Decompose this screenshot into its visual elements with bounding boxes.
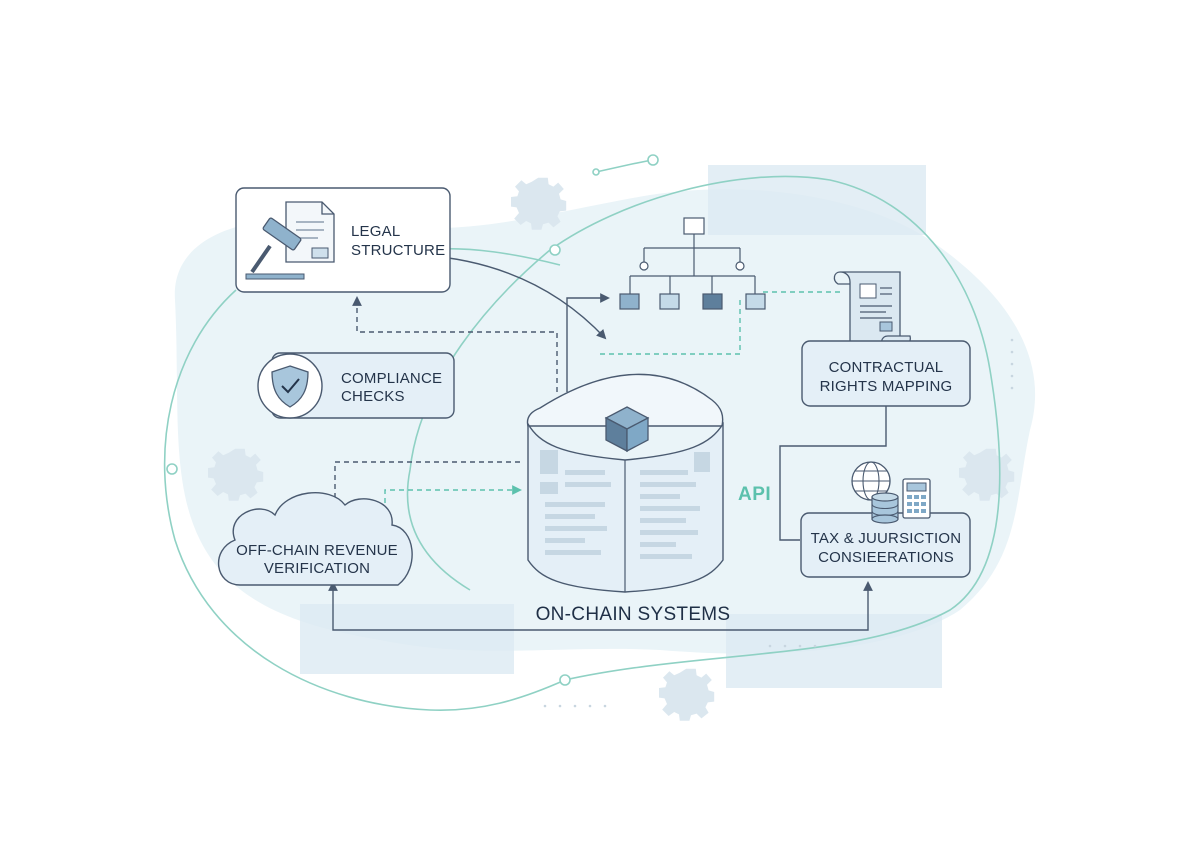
connectors [328,254,887,631]
legal-structure-label-2: STRUCTURE [351,242,445,259]
decor-dots [543,338,1014,708]
tax-label-2: CONSIEERATIONS [818,549,954,566]
compliance-label-1: COMPLIANCE [341,370,442,387]
contractual-label-1: CONTRACTUAL [829,359,944,376]
legal-structure-label-1: LEGAL [351,223,400,240]
gear-icon [959,448,1015,501]
api-label: API [738,484,771,505]
off-chain-label-1: OFF-CHAIN REVENUE [236,542,398,559]
database-icon [871,492,899,524]
org-chart-icon [619,217,766,310]
off-chain-revenue-node[interactable]: OFF-CHAIN REVENUE VERIFICATION [218,491,413,586]
contractual-rights-node[interactable]: CONTRACTUAL RIGHTS MAPPING [801,340,971,407]
document-icon [285,201,335,263]
globe-icon [851,461,891,501]
orbit-nodes [166,154,659,686]
cube-text-lines [540,450,710,559]
legal-structure-node[interactable]: LEGAL STRUCTURE [235,187,451,293]
gear-icon [511,177,567,230]
gear-icon [659,668,715,721]
shield-check-icon [271,365,309,408]
calculator-icon [902,478,931,519]
tax-jurisdiction-node[interactable]: TAX & JUURSICTION CONSIEERATIONS [800,461,971,578]
gear-icon [208,448,264,501]
cube-icon [604,406,650,453]
cloud-icon [218,491,413,586]
off-chain-label-2: VERIFICATION [264,560,370,577]
contractual-label-2: RIGHTS MAPPING [820,378,953,395]
tax-label-1: TAX & JUURSICTION [811,530,962,547]
on-chain-systems-node[interactable] [526,373,724,593]
compliance-label-2: CHECKS [341,388,405,405]
compliance-checks-node[interactable]: COMPLIANCE CHECKS [257,352,455,419]
on-chain-systems-label: ON-CHAIN SYSTEMS [536,604,731,625]
gavel-icon [245,217,305,280]
